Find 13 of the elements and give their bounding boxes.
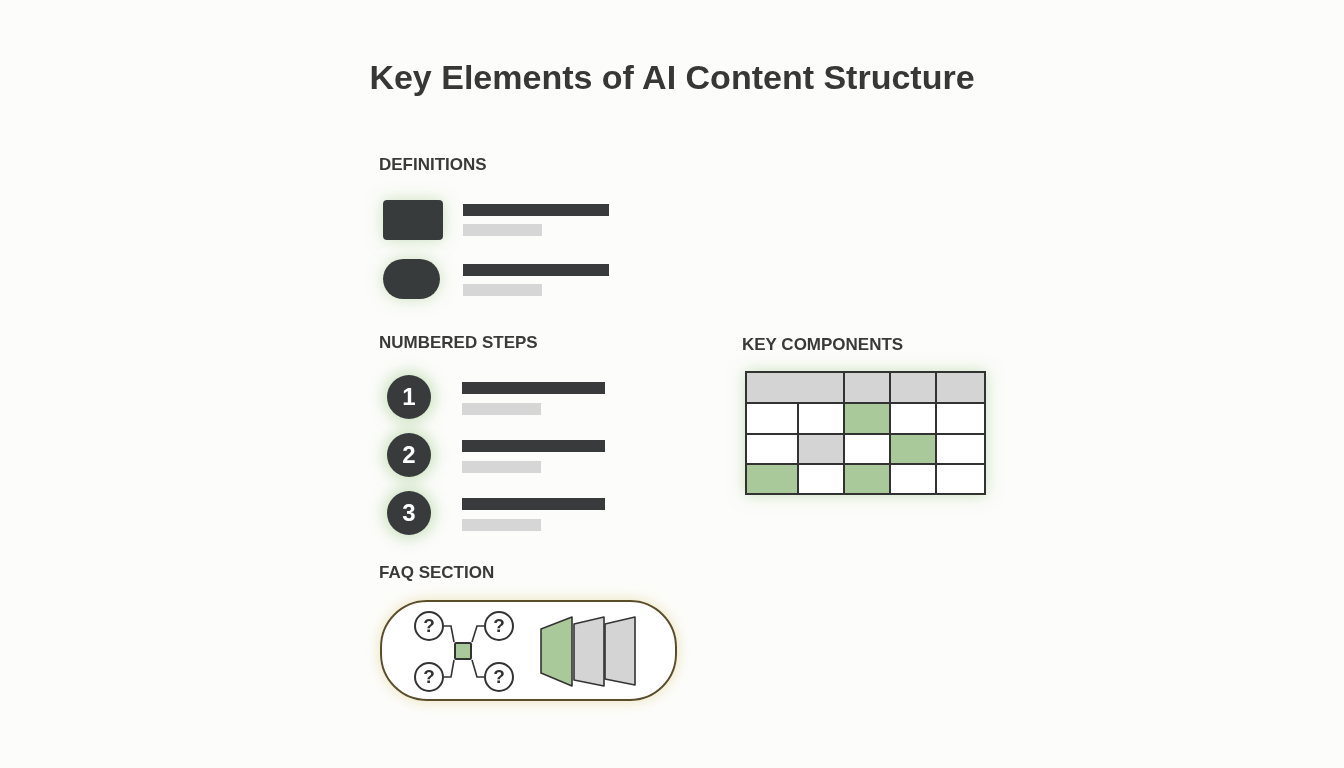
connector-line	[443, 659, 455, 678]
connector-line	[471, 659, 485, 678]
hub-square	[454, 642, 472, 660]
step-number-circle: 2	[387, 433, 431, 477]
section-heading: DEFINITIONS	[379, 155, 487, 175]
section-heading: NUMBERED STEPS	[379, 333, 538, 353]
step-number-circle: 1	[387, 375, 431, 419]
step-number-circle: 3	[387, 491, 431, 535]
connector-line	[443, 625, 455, 643]
connector-line	[471, 625, 485, 643]
section-heading: KEY COMPONENTS	[742, 335, 904, 355]
diagram-title: Key Elements of AI Content Structure	[368, 58, 976, 97]
section-heading: FAQ SECTION	[379, 563, 495, 583]
